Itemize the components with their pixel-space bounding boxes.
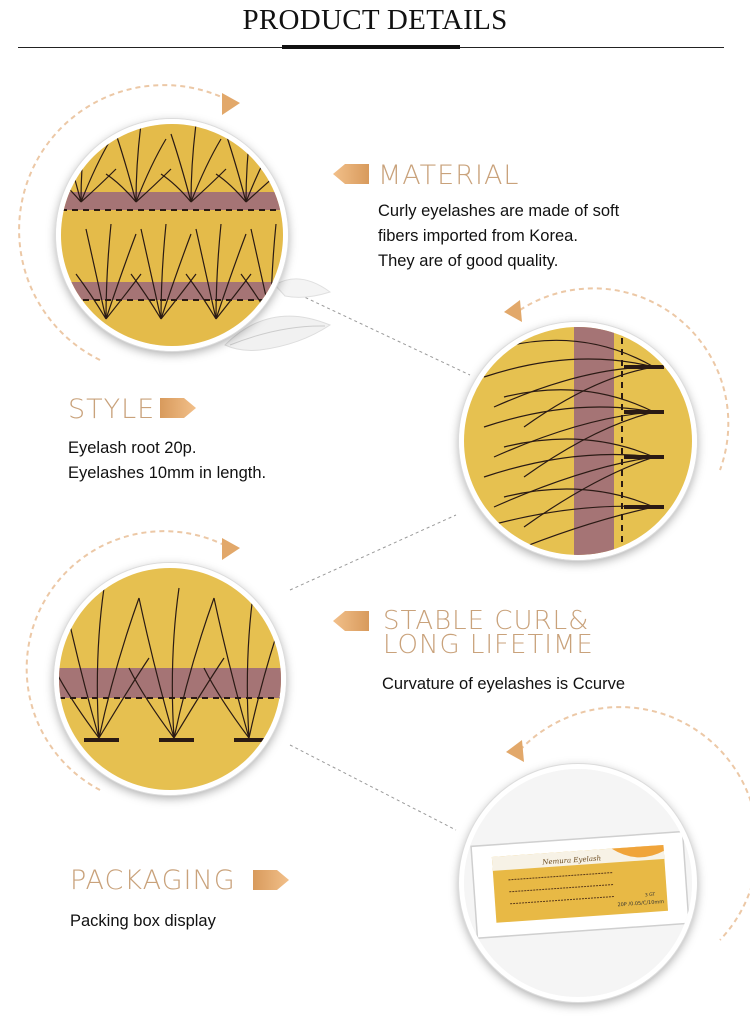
packaging-box-photo: Nemura Eyelash 20P /0.05/C/10mm 3 GT — [464, 769, 692, 997]
box-lash-rows — [508, 872, 615, 905]
lash-curl-photo — [59, 568, 281, 790]
connector-line-3 — [289, 744, 457, 831]
material-heading: MATERIAL — [378, 160, 520, 191]
style-heading: STYLE — [68, 394, 156, 425]
title-underline-accent — [282, 45, 460, 49]
packaging-description: Packing box display — [70, 912, 216, 930]
connector-line-1 — [299, 294, 471, 376]
curved-arrow-4-head-icon — [506, 740, 524, 762]
packaging-pointer-icon — [253, 870, 289, 890]
curl-image — [54, 563, 286, 795]
material-pointer-icon — [333, 164, 369, 184]
material-line-1: Curly eyelashes are made of soft — [378, 202, 620, 220]
lash-fans — [483, 339, 655, 555]
packaging-heading: PACKAGING — [70, 865, 236, 896]
material-image — [56, 119, 288, 351]
connector-line-2 — [289, 514, 457, 591]
curl-heading-line-1: STABLE CURL& — [383, 606, 590, 636]
material-line-2: fibers imported from Korea. — [378, 227, 578, 245]
material-line-3: They are of good quality. — [378, 252, 559, 270]
lash-strip-photo — [464, 327, 692, 555]
style-image — [459, 322, 697, 560]
curl-pointer-icon — [333, 611, 369, 631]
curl-heading-line-2: LONG LIFETIME — [383, 630, 594, 660]
style-pointer-icon — [160, 398, 196, 418]
box-spec-label: 20P /0.05/C/10mm — [617, 899, 664, 908]
material-description: Curly eyelashes are made of soft fibers … — [378, 199, 619, 274]
lash-tray-photo — [61, 124, 283, 346]
curved-arrow-3-head-icon — [222, 538, 240, 560]
page-title: PRODUCT DETAILS — [242, 4, 508, 36]
packaging-image: Nemura Eyelash 20P /0.05/C/10mm 3 GT — [459, 764, 697, 1002]
curved-arrow-2-head-icon — [504, 300, 522, 322]
style-line-2: Eyelashes 10mm in length. — [68, 464, 267, 482]
box-count-label: 3 GT — [645, 892, 656, 899]
style-line-1: Eyelash root 20p. — [68, 439, 197, 457]
style-description: Eyelash root 20p. Eyelashes 10mm in leng… — [68, 436, 266, 486]
curl-description: Curvature of eyelashes is Ccurve — [382, 675, 626, 693]
curved-arrow-1-head-icon — [222, 93, 240, 115]
lash-curl-clusters — [59, 587, 281, 739]
